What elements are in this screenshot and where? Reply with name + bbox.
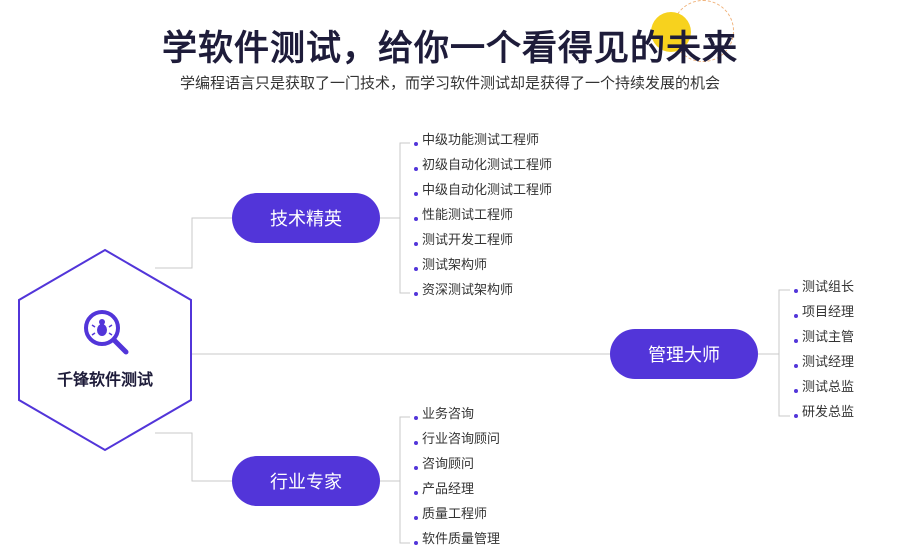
list-item: 测试主管 [792, 328, 854, 353]
bullet-dot [414, 516, 418, 520]
list-item: 研发总监 [792, 403, 854, 428]
bullet-dot [794, 289, 798, 293]
list-item: 初级自动化测试工程师 [412, 156, 552, 181]
line-to-industry [155, 432, 232, 482]
bullet-dot [414, 192, 418, 196]
list-item: 质量工程师 [412, 505, 500, 530]
bullet-dot [794, 414, 798, 418]
bullet-dot [414, 466, 418, 470]
list-item: 产品经理 [412, 480, 500, 505]
list-item: 中级自动化测试工程师 [412, 181, 552, 206]
tech-role-list: 中级功能测试工程师 初级自动化测试工程师 中级自动化测试工程师 性能测试工程师 … [412, 131, 552, 306]
center-hexagon [18, 248, 192, 452]
industry-expert-node: 行业专家 [232, 456, 380, 506]
list-item: 咨询顾问 [412, 455, 500, 480]
list-item: 性能测试工程师 [412, 206, 552, 231]
management-bracket [778, 289, 790, 417]
bullet-dot [414, 217, 418, 221]
bullet-dot [414, 416, 418, 420]
industry-bracket [399, 416, 410, 544]
bullet-dot [794, 389, 798, 393]
bullet-dot [414, 441, 418, 445]
bullet-dot [794, 314, 798, 318]
bullet-dot [794, 339, 798, 343]
list-item: 中级功能测试工程师 [412, 131, 552, 156]
page-subtitle: 学编程语言只是获取了一门技术，而学习软件测试却是获得了一个持续发展的机会 [179, 74, 720, 92]
bullet-dot [414, 167, 418, 171]
tech-bracket-vertical [399, 142, 410, 294]
bullet-dot [414, 142, 418, 146]
list-item: 行业咨询顾问 [412, 430, 500, 455]
bullet-dot [794, 364, 798, 368]
title-decoration-dot [651, 12, 691, 52]
list-item: 测试经理 [792, 353, 854, 378]
tech-elite-node: 技术精英 [232, 193, 380, 243]
list-item: 测试开发工程师 [412, 231, 552, 256]
bullet-dot [414, 491, 418, 495]
bullet-dot [414, 541, 418, 545]
bullet-dot [414, 242, 418, 246]
page-title: 学软件测试，给你一个看得见的未来 [161, 29, 738, 69]
industry-role-list: 业务咨询 行业咨询顾问 咨询顾问 产品经理 质量工程师 软件质量管理 [412, 405, 500, 555]
list-item: 软件质量管理 [412, 530, 500, 555]
center-label: 千锋软件测试 [56, 370, 153, 389]
list-item: 业务咨询 [412, 405, 500, 430]
bug-search-icon [84, 310, 129, 355]
bullet-dot [414, 292, 418, 296]
line-to-tech [155, 217, 232, 269]
management-master-node: 管理大师 [610, 329, 758, 379]
list-item: 测试架构师 [412, 256, 552, 281]
bullet-dot [414, 267, 418, 271]
management-role-list: 测试组长 项目经理 测试主管 测试经理 测试总监 研发总监 [792, 278, 854, 428]
list-item: 资深测试架构师 [412, 281, 552, 306]
list-item: 测试组长 [792, 278, 854, 303]
list-item: 项目经理 [792, 303, 854, 328]
list-item: 测试总监 [792, 378, 854, 403]
